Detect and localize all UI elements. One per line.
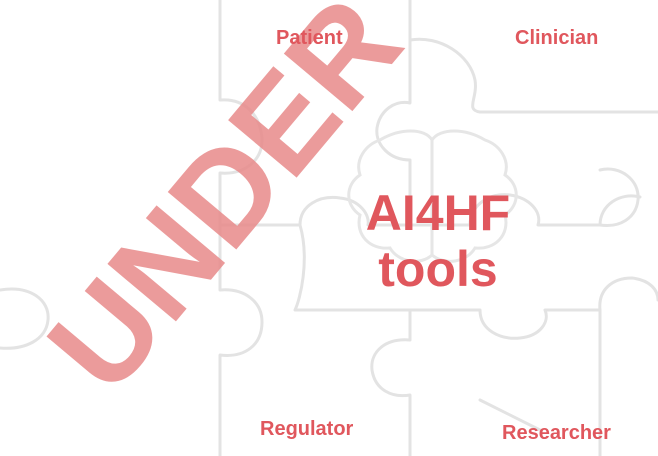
puzzle-piece-bottom-left — [218, 223, 412, 456]
puzzle-piece-bottom-right — [408, 276, 658, 456]
brain-icon — [347, 129, 518, 263]
center-title-line1: AI4HF — [365, 185, 511, 241]
quadrant-label-clinician: Clinician — [515, 27, 599, 49]
quadrant-label-patient: Patient — [276, 27, 343, 49]
puzzle-piece-top-right — [408, 37, 658, 227]
quadrant-label-researcher: Researcher — [502, 422, 611, 444]
center-title-line2: tools — [378, 241, 498, 297]
quadrant-label-regulator: Regulator — [260, 418, 354, 440]
center-title: AI4HF tools — [338, 185, 538, 297]
puzzle-piece-top-left — [218, 0, 412, 227]
puzzle-piece-right-edge — [598, 167, 640, 228]
puzzle-piece-left-edge — [0, 287, 50, 350]
